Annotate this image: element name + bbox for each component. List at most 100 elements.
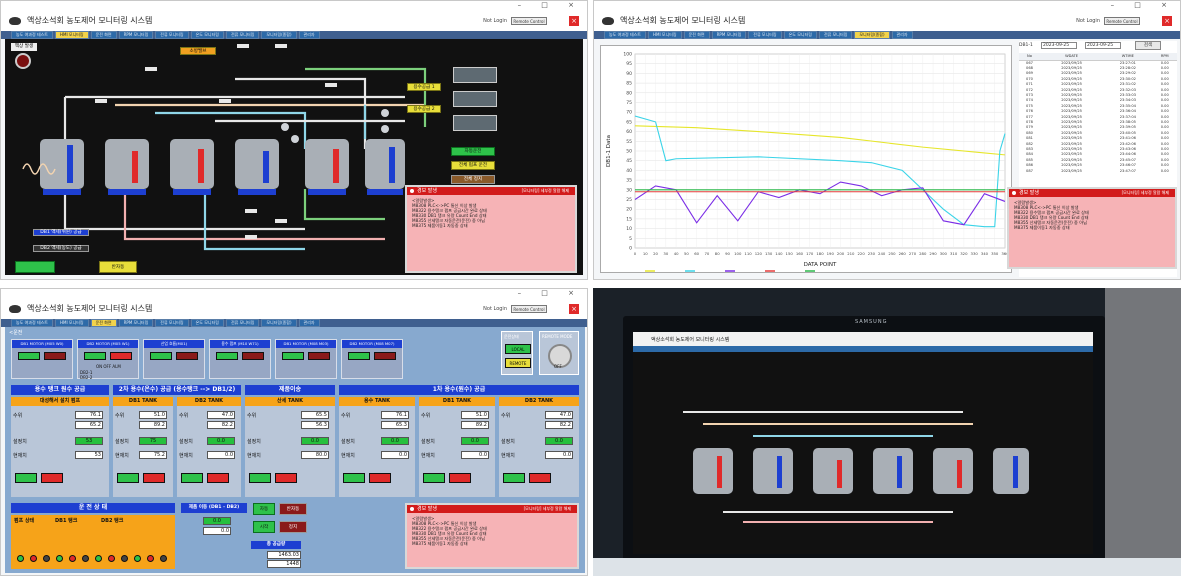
water-supply-1-button[interactable]: 용수공급 1 xyxy=(407,83,441,91)
remote-control-button[interactable]: Remote Control xyxy=(1104,17,1140,25)
tab-test[interactable]: 농도 여과정 테스트 xyxy=(604,31,646,39)
window-controls[interactable]: – □ × xyxy=(517,1,583,9)
tab-rpm[interactable]: RPM 모니터링 xyxy=(118,319,154,327)
all-pump-run-button[interactable]: 전체 펌프 운전 xyxy=(451,161,495,170)
search-button[interactable]: 검색 xyxy=(1135,41,1161,50)
close-icon[interactable]: × xyxy=(1162,16,1172,26)
motor-on-button[interactable] xyxy=(18,352,40,360)
tab-admin[interactable]: 관리자 xyxy=(891,31,913,39)
remote-switch-icon[interactable] xyxy=(548,344,572,368)
tab-hmi[interactable]: HMI 모니터링 xyxy=(647,31,682,39)
tank-stop-button[interactable] xyxy=(207,473,229,483)
tab-temp[interactable]: 온도 모니터링 xyxy=(190,319,224,327)
alarm-reset-link[interactable]: [모니터링] 세부정 알람 해제 xyxy=(521,188,569,193)
water-supply-2-button[interactable]: 용수공급 2 xyxy=(407,105,441,113)
remote-button[interactable]: REMOTE xyxy=(505,358,531,368)
tank-stop-button[interactable] xyxy=(143,473,165,483)
tab-hmi[interactable]: HMI 모니터링 xyxy=(54,319,89,327)
tab-current[interactable]: 전류 모니터링 xyxy=(155,31,189,39)
all-stop-button[interactable]: 전체 정지 xyxy=(451,175,495,184)
semi-auto-button[interactable]: 반자동 xyxy=(99,261,137,273)
tank-stop-button[interactable] xyxy=(369,473,391,483)
tank-start-button[interactable] xyxy=(503,473,525,483)
motor-off-button[interactable] xyxy=(308,352,330,360)
tab-summary[interactable]: 모니터링(종합) xyxy=(261,31,297,39)
motor-off-button[interactable] xyxy=(374,352,396,360)
alarm-reset-link[interactable]: [모니터링] 세부정 알람 해제 xyxy=(1121,190,1169,195)
tab-rpm[interactable]: RPM 모니터링 xyxy=(711,31,747,39)
date-from-input[interactable]: 2023-09-25 xyxy=(1041,42,1077,49)
tab-current[interactable]: 전류 모니터링 xyxy=(155,319,189,327)
tank-start-button[interactable] xyxy=(15,473,37,483)
tab-hmi[interactable]: HMI 모니터링 xyxy=(54,31,89,39)
tab-temp[interactable]: 온도 모니터링 xyxy=(190,31,224,39)
auto-button[interactable]: 자동 xyxy=(253,503,275,515)
start-valve-button[interactable]: 소방밸브 xyxy=(180,47,216,55)
tab-run[interactable]: 운전 화면 xyxy=(90,31,117,39)
tab-run[interactable]: 운전 화면 xyxy=(683,31,710,39)
semi-auto-button[interactable]: 반자동 xyxy=(279,503,307,515)
motor-on-button[interactable] xyxy=(84,352,106,360)
close-icon[interactable]: × xyxy=(569,304,579,314)
close-icon[interactable]: × xyxy=(569,16,579,26)
motor-on-button[interactable] xyxy=(348,352,370,360)
remote-control-button[interactable]: Remote Control xyxy=(511,305,547,313)
tab-rpm[interactable]: RPM 모니터링 xyxy=(118,31,154,39)
motor-off-button[interactable] xyxy=(176,352,198,360)
tank-stop-button[interactable] xyxy=(449,473,471,483)
tab-admin[interactable]: 관리자 xyxy=(298,319,320,327)
window-controls[interactable]: – □ × xyxy=(517,289,583,297)
motor-off-button[interactable] xyxy=(110,352,132,360)
tab-summary[interactable]: 모니터링(종합) xyxy=(261,319,297,327)
tank-start-button[interactable] xyxy=(117,473,139,483)
stop-button[interactable]: 정지 xyxy=(279,521,307,533)
tank-stop-button[interactable] xyxy=(529,473,551,483)
window-controls[interactable]: – □ × xyxy=(1110,1,1176,9)
date-to-input[interactable]: 2023-09-25 xyxy=(1085,42,1121,49)
tab-current[interactable]: 전류 모니터링 xyxy=(748,31,782,39)
tab-temp[interactable]: 온도 모니터링 xyxy=(783,31,817,39)
tank-stop-button[interactable] xyxy=(275,473,297,483)
tab-current-2[interactable]: 전류 모니터링 xyxy=(225,319,260,327)
tab-admin[interactable]: 관리자 xyxy=(298,31,320,39)
run-button[interactable] xyxy=(15,261,55,273)
motor-off-button[interactable] xyxy=(44,352,66,360)
motor-on-button[interactable] xyxy=(216,352,238,360)
tank-start-button[interactable] xyxy=(249,473,271,483)
motor-off-button[interactable] xyxy=(242,352,264,360)
tab-run[interactable]: 운전 화면 xyxy=(90,319,117,327)
tank-select[interactable]: DB1-1 xyxy=(1019,43,1033,48)
start-button[interactable]: 시작 xyxy=(253,521,275,533)
auto-run-button[interactable]: 자동운전 xyxy=(451,147,495,156)
tank-start-button[interactable] xyxy=(343,473,365,483)
tank-start-button[interactable] xyxy=(423,473,445,483)
motor-on-button[interactable] xyxy=(282,352,304,360)
local-button[interactable]: LOCAL xyxy=(505,344,531,354)
motor-on-button[interactable] xyxy=(150,352,172,360)
tab-current-2[interactable]: 전류 모니터링 xyxy=(225,31,260,39)
alarm-reset-link[interactable]: [모니터링] 세부정 알람 해제 xyxy=(523,506,571,511)
tab-test[interactable]: 농도 여과정 테스트 xyxy=(11,319,53,327)
tab-current-2[interactable]: 전류 모니터링 xyxy=(818,31,853,39)
tank-start-button[interactable] xyxy=(181,473,203,483)
